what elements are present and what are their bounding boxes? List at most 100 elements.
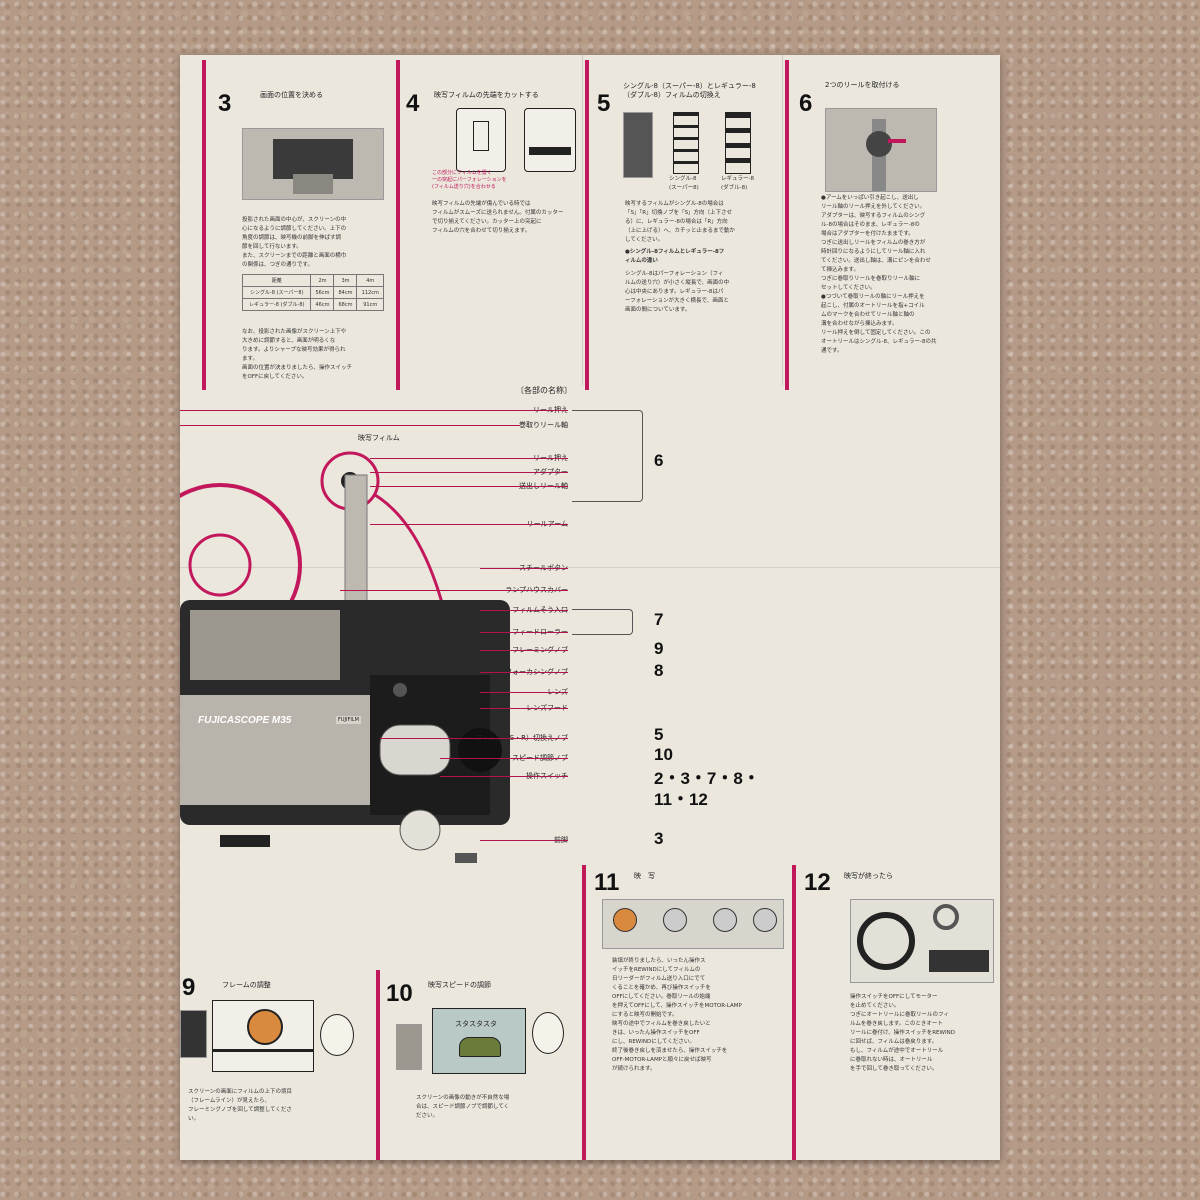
part-label-takeup-spindle: 巻取りリール軸 xyxy=(519,421,568,429)
panel-step-9: 9 フレームの調整 スクリーンの画面にフィルムの上下の境目 （フレームライン）が… xyxy=(180,970,370,1160)
accent-bar xyxy=(792,865,796,1160)
cartoon-illustration xyxy=(602,899,784,949)
step-number: 4 xyxy=(406,90,420,117)
accent-bar xyxy=(376,970,380,1160)
step-title: フレームの調整 xyxy=(222,981,271,989)
film-strip-regular8 xyxy=(725,112,751,174)
lens-opening xyxy=(458,728,502,772)
manual-sheet: 3 画面の位置を決める 投影された画面の中心が、スクリーンの中 心になるように調… xyxy=(180,55,1000,1160)
panel-step-10: 10 映写スピードの調節 スタスタスタ スクリーンの画像の動きが不自然な場 合は… xyxy=(376,970,576,1160)
film-caption: レギュラー-8 (ダブル-8) xyxy=(721,176,754,191)
table-header: 2m xyxy=(310,274,335,287)
step-text: 投影された画面の中心が、スクリーンの中 心になるように調節してください。上下の … xyxy=(242,217,347,268)
step-number: 10 xyxy=(386,980,413,1007)
operation-switch xyxy=(399,809,441,851)
accent-bar xyxy=(585,60,589,390)
step-text: シングル-8はパーフォレーション（フィ ルムの送り穴）が小さく縦長で、画面の中 … xyxy=(625,271,730,313)
step-number: 6 xyxy=(799,90,813,117)
leader-line xyxy=(480,840,568,841)
step-text: スクリーンの画面にフィルムの上下の境目 （フレームライン）が見えたら、 フレーミ… xyxy=(188,1089,293,1122)
film-cutter-diagram xyxy=(524,108,576,172)
leader-line xyxy=(480,568,568,569)
leader-line xyxy=(370,458,568,459)
table-cell: シングル-8 (スーパー8) xyxy=(241,286,312,299)
step-title: 映写が終ったら xyxy=(844,872,893,880)
step-title: 映 写 xyxy=(634,872,655,880)
leader-line xyxy=(180,410,568,411)
cartoon-screen xyxy=(212,1000,314,1072)
film-label: 映写フィルム xyxy=(358,434,400,442)
front-leg xyxy=(455,853,477,863)
cartoon-face xyxy=(532,1012,564,1054)
base-foot xyxy=(220,835,270,847)
ref-number: 3 xyxy=(654,829,664,848)
framing-knob xyxy=(393,683,407,697)
step-text: ●アームをいっぱい引き起こし、送出し リール軸のリール押えを外してください。 ア… xyxy=(821,195,937,354)
panel-step-3: 3 画面の位置を決める 投影された画面の中心が、スクリーンの中 心になるように調… xyxy=(202,60,392,390)
table-cell: レギュラー-8 (ダブル-8) xyxy=(241,298,312,311)
reel-arm xyxy=(344,474,368,616)
fold-line xyxy=(782,55,783,385)
step-text: 映写するフィルムがシングル-8の場合は 「S」「R」切換ノブを「S」方向（上下さ… xyxy=(625,201,736,243)
reel-mount-photo xyxy=(825,108,937,192)
fold-line xyxy=(180,567,1000,568)
panel-step-4: 4 映写フィルムの先端をカットする この部分にフィルムを置く 一の突起にパーフォ… xyxy=(396,60,586,390)
leader-line xyxy=(440,758,568,759)
step-number: 3 xyxy=(218,90,232,117)
leader-line xyxy=(480,708,568,709)
brand-badge: FUJIFILM xyxy=(336,716,361,724)
cartoon-face xyxy=(320,1014,354,1056)
step-title: 画面の位置を決める xyxy=(260,91,323,99)
film-caption: シングル-8 (スーパー8) xyxy=(669,176,699,191)
leader-line xyxy=(480,610,568,611)
table-header: 3m xyxy=(333,274,358,287)
lens xyxy=(379,724,451,776)
projector-photo xyxy=(242,128,384,200)
accent-bar xyxy=(202,60,206,390)
table-cell: 68cm xyxy=(333,298,358,311)
projector-illustration xyxy=(180,451,510,863)
film-strip-super8 xyxy=(673,112,699,174)
step-title: 2つのリールを取付ける xyxy=(825,81,900,89)
bracket xyxy=(572,609,633,635)
ref-number: 2・3・7・8・ xyxy=(654,769,760,788)
ref-number: 10 xyxy=(654,745,673,764)
leader-line xyxy=(370,524,568,525)
table-cell: 91cm xyxy=(356,298,384,311)
ref-number: 5 xyxy=(654,725,664,744)
film-cutter-diagram xyxy=(456,108,506,172)
ref-number: 9 xyxy=(654,639,664,658)
bracket xyxy=(572,410,643,502)
leader-line xyxy=(480,692,568,693)
panel-step-5: 5 シングル-8（スーパー-8）とレギュラー-8 （ダブル-8）フィルムの切換え… xyxy=(585,60,785,390)
table-cell: 56cm xyxy=(310,286,335,299)
cartoon-screen: スタスタスタ xyxy=(432,1008,526,1074)
ref-number: 7 xyxy=(654,610,664,629)
ref-number: 11・12 xyxy=(654,790,708,809)
card-text: スタスタスタ xyxy=(455,1020,497,1028)
table-header: 距離 xyxy=(241,274,312,287)
table-header: 4m xyxy=(356,274,384,287)
step-subheading: ●シングル-8フィルムとレギュラー-8フ ィルムの違い xyxy=(625,249,725,264)
rewind-photo xyxy=(850,899,994,983)
front-panel xyxy=(180,695,370,805)
panel-step-12: 12 映写が終ったら 操作スイッチをOFFにしてモーター を止めてください。 つ… xyxy=(792,865,997,1160)
leader-line xyxy=(180,425,520,426)
step-text: 装填が終りましたら、いったん操作ス イッチをREWINDにしてフィルムの 日リー… xyxy=(612,958,742,1072)
step-number: 11 xyxy=(594,869,620,896)
speed-knob-photo xyxy=(396,1024,422,1070)
accent-bar xyxy=(785,60,789,390)
panel-step-6: 6 2つのリールを取付ける ●アームをいっぱい引き起こし、送出し リール軸のリー… xyxy=(785,60,995,390)
diagram-caption: この部分にフィルムを置く 一の突起にパーフォレーションを (フィルム送り穴)を合… xyxy=(432,170,507,190)
accent-bar xyxy=(582,865,586,1160)
projector-detail-photo xyxy=(623,112,653,178)
table-cell: 112cm xyxy=(356,286,384,299)
panel-step-11: 11 映 写 装填が終りましたら、いったん操作ス イッチをREWINDにしてフィ… xyxy=(582,865,787,1160)
step-text: スクリーンの画像の動きが不自然な場 合は、スピード調節ノブで調節してく ださい。 xyxy=(416,1095,510,1119)
diagram-heading: 〔各部の名称〕 xyxy=(516,386,572,395)
fold-line xyxy=(582,55,583,385)
table-cell: 46cm xyxy=(310,298,335,311)
leader-line xyxy=(480,672,568,673)
rear-reel-hub xyxy=(188,533,252,597)
